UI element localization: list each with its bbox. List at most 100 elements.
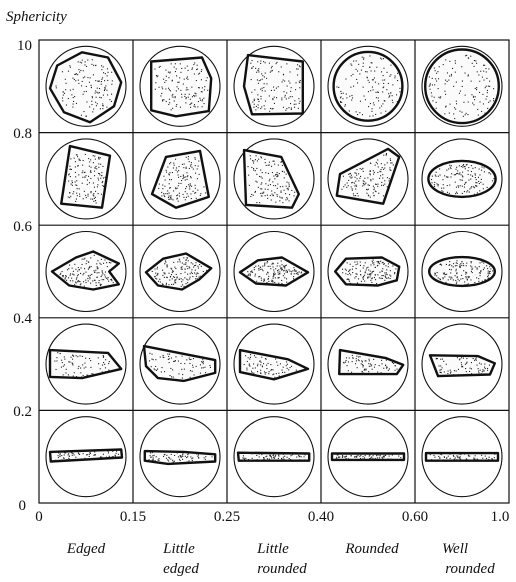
particle-illustrations xyxy=(45,45,503,498)
particle-cell xyxy=(139,416,221,498)
particle-stipple xyxy=(247,260,303,285)
particle-stipple xyxy=(67,153,106,204)
particle-cell xyxy=(327,323,409,405)
bounding-circle xyxy=(233,323,315,405)
x-tick-label: 1.0 xyxy=(491,509,510,525)
bounding-circle xyxy=(421,138,503,220)
particle-cell xyxy=(45,138,127,220)
x-tick-label: 0.25 xyxy=(214,509,240,525)
particle-stipple xyxy=(242,453,306,462)
bounding-circle xyxy=(421,45,503,127)
particle-cell xyxy=(139,45,221,127)
particle-cell xyxy=(327,230,409,313)
bounding-circle xyxy=(45,138,127,220)
category-well-rounded-line1: Well xyxy=(442,541,468,557)
particle-stipple xyxy=(54,352,110,378)
particle-stipple xyxy=(335,453,402,461)
particle-stipple xyxy=(149,352,211,379)
category-little-rounded-line2: rounded xyxy=(257,561,307,577)
particle-outline xyxy=(48,51,123,124)
category-well-rounded-line2: rounded xyxy=(445,561,495,577)
particle-cell xyxy=(421,138,503,220)
bounding-circle xyxy=(139,416,221,498)
particle-outline xyxy=(48,348,123,380)
particle-cell xyxy=(233,45,315,127)
particle-outline xyxy=(142,344,217,383)
bounding-circle xyxy=(45,323,127,405)
y-tick-label: 10 xyxy=(17,38,32,54)
particle-stipple xyxy=(59,254,114,287)
y-tick-label: 0.8 xyxy=(13,126,32,142)
particle-stipple xyxy=(428,54,495,120)
bounding-circle xyxy=(327,138,409,220)
y-ticks: 10 0.8 0.6 0.4 0.2 0 xyxy=(13,38,32,514)
bounding-circle xyxy=(327,416,409,498)
particle-stipple xyxy=(250,60,301,112)
x-tick-label: 0.40 xyxy=(308,509,334,525)
y-tick-label: 0.4 xyxy=(13,311,32,327)
particle-cell xyxy=(45,416,127,498)
particle-cell xyxy=(45,230,127,313)
particle-cell xyxy=(327,416,409,498)
bounding-circle xyxy=(45,416,127,498)
bounding-circle xyxy=(233,138,315,220)
particle-stipple xyxy=(435,357,490,376)
particle-stipple xyxy=(429,453,496,462)
category-little-edged-line1: Little xyxy=(162,541,195,557)
bounding-circle xyxy=(327,230,409,313)
particle-cell xyxy=(327,138,409,220)
particle-outline xyxy=(428,354,496,378)
x-ticks: 0 0.15 0.25 0.40 0.60 1.0 xyxy=(35,509,509,525)
particle-cell xyxy=(139,323,221,405)
bounding-circle xyxy=(45,45,127,127)
x-tick-label: 0.60 xyxy=(402,509,428,525)
particle-stipple xyxy=(148,452,213,464)
bounding-circle xyxy=(139,323,221,405)
particle-stipple xyxy=(158,156,207,202)
bounding-circle xyxy=(45,230,127,313)
y-tick-label: 0.6 xyxy=(13,219,32,235)
particle-cell xyxy=(233,416,315,498)
particle-outline xyxy=(50,250,120,291)
particle-stipple xyxy=(247,155,296,204)
particle-outline xyxy=(150,149,210,209)
particle-cell xyxy=(421,416,503,498)
bounding-circle xyxy=(139,230,221,313)
chart-grid xyxy=(38,39,510,504)
particle-stipple xyxy=(243,354,297,378)
particle-outline xyxy=(242,53,304,116)
bounding-circle xyxy=(327,45,409,127)
particle-stipple xyxy=(54,450,119,461)
x-tick-label: 0 xyxy=(35,509,43,525)
particle-cell xyxy=(139,230,221,313)
bounding-circle xyxy=(421,323,503,405)
particle-outline xyxy=(332,50,404,122)
particle-cell xyxy=(45,45,127,127)
roundness-categories: Edged Little edged Little rounded Rounde… xyxy=(66,541,495,577)
bounding-circle xyxy=(139,45,221,127)
bounding-circle xyxy=(421,230,503,313)
particle-stipple xyxy=(154,62,209,111)
y-axis-title: Sphericity xyxy=(6,9,67,25)
particle-cell xyxy=(139,138,221,220)
grid-frame xyxy=(38,39,510,504)
particle-cell xyxy=(233,138,315,220)
y-tick-label: 0 xyxy=(19,498,27,514)
bounding-circle xyxy=(233,230,315,313)
particle-cell xyxy=(421,45,503,127)
particle-outline xyxy=(144,252,213,291)
particle-outline xyxy=(242,148,300,209)
particle-outline xyxy=(424,451,500,462)
particle-stipple xyxy=(151,257,208,287)
category-little-rounded-line1: Little xyxy=(256,541,289,557)
bounding-circle xyxy=(421,416,503,498)
particle-cell xyxy=(233,323,315,405)
x-tick-label: 0.15 xyxy=(120,509,146,525)
particle-stipple xyxy=(55,59,113,117)
category-little-edged-line2: edged xyxy=(163,561,199,577)
particle-stipple xyxy=(342,259,397,285)
particle-outline xyxy=(427,159,497,199)
y-tick-label: 0.2 xyxy=(13,404,32,420)
category-rounded: Rounded xyxy=(344,541,399,557)
